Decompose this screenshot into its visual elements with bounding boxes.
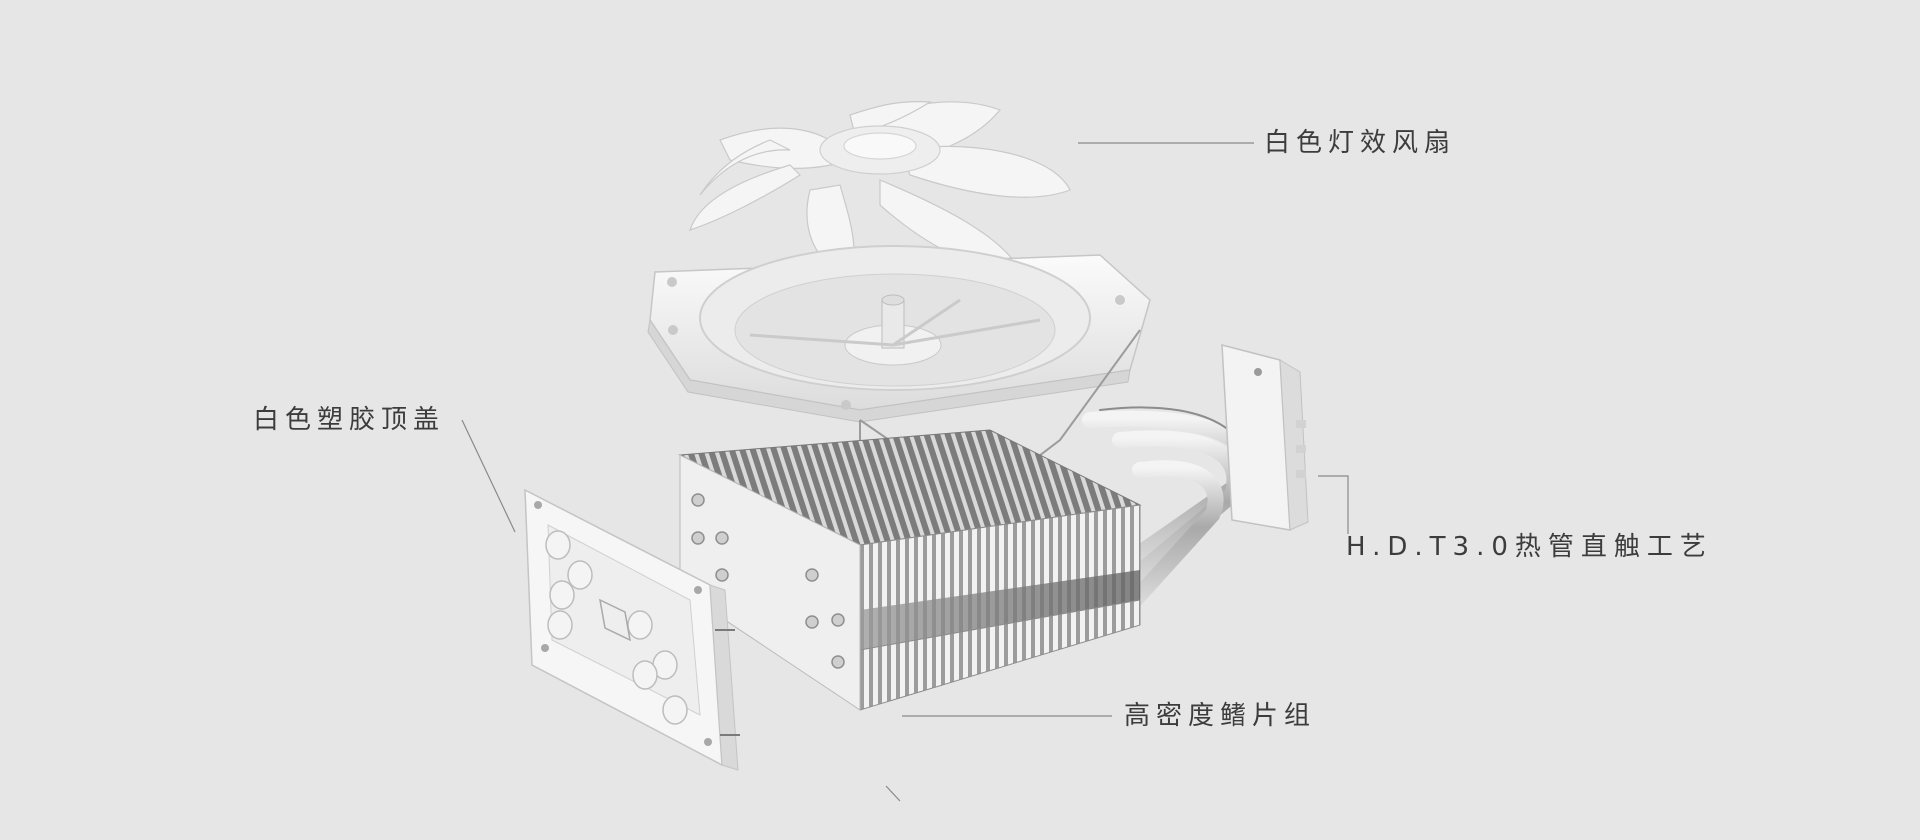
callout-fins: 高密度鳍片组: [1124, 701, 1317, 731]
leader-lines: [461, 142, 1349, 802]
fan-blades: [689, 101, 1071, 281]
fin-stack: [678, 429, 1142, 711]
callout-heatpipe: H.D.T3.0热管直触工艺: [1346, 532, 1713, 562]
top-cover-plate: [524, 488, 740, 771]
callout-fan: 白色灯效风扇: [1264, 128, 1457, 158]
fan-frame: [647, 245, 1151, 423]
callout-top-cover: 白色塑胶顶盖: [253, 405, 446, 435]
mounting-bracket: [1221, 344, 1309, 531]
